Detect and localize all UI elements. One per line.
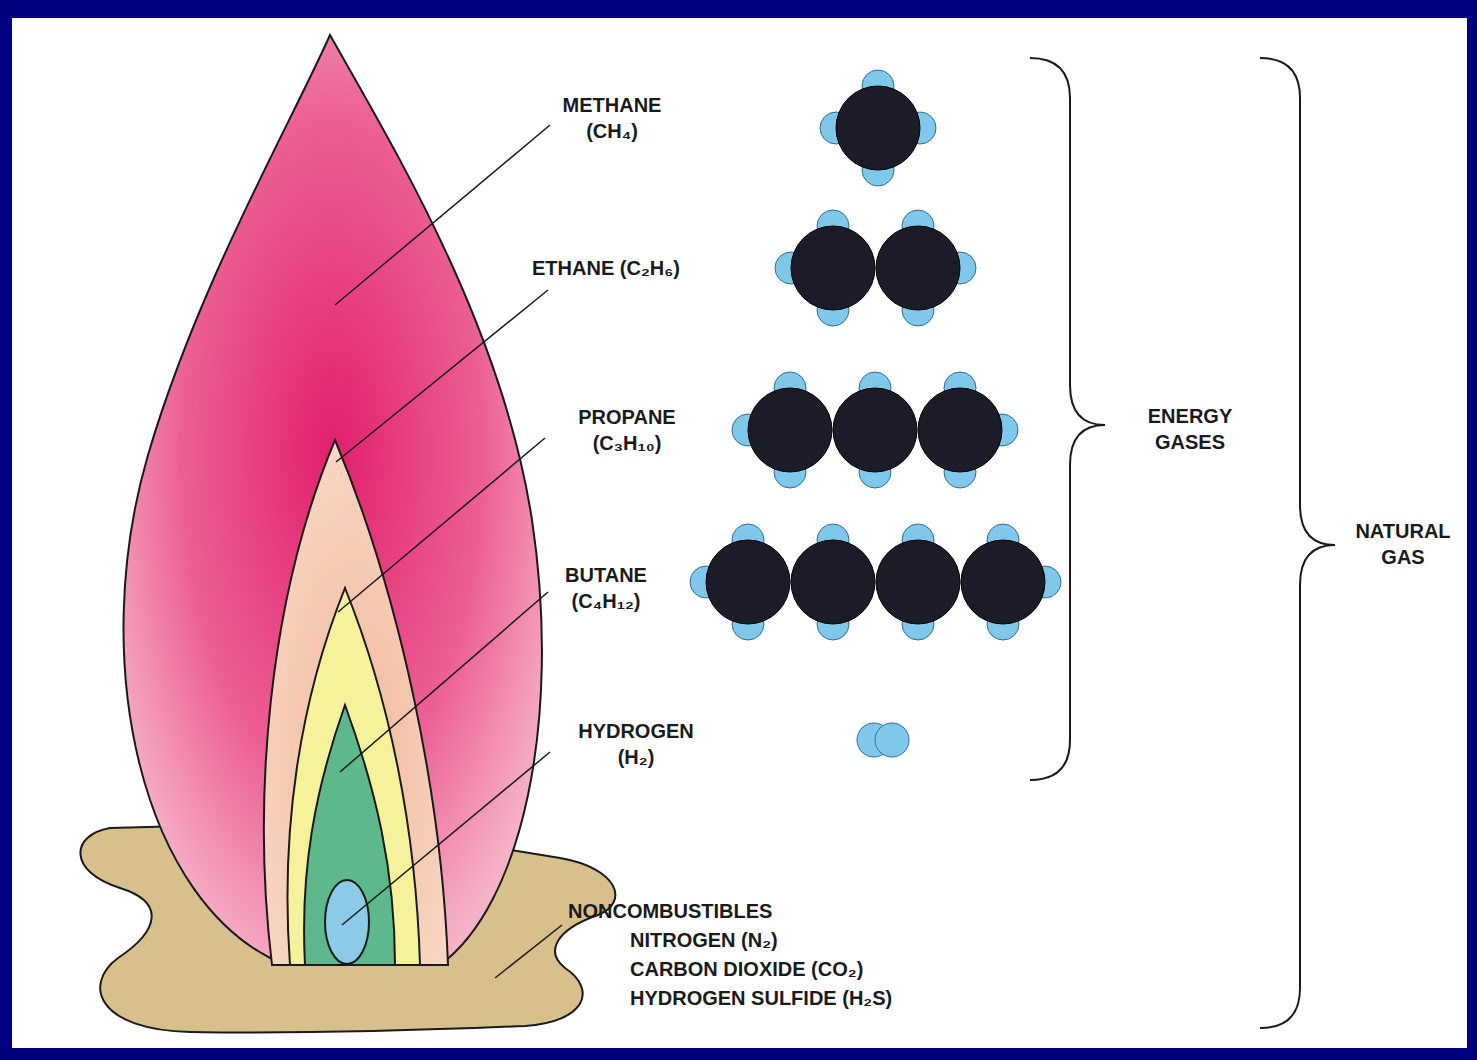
leader-lines [335,125,562,978]
bracket-label: NATURAL GAS [1338,518,1468,570]
flame-base [287,964,440,966]
propane-flame [287,588,420,965]
leader-line [340,592,548,772]
leader-line [336,290,548,462]
methane-flame [124,35,542,965]
carbon-atom [961,540,1045,624]
molecule [732,372,1018,488]
gas-label: BUTANE (C₄H₁₂) [531,562,681,614]
carbon-atom [791,226,875,310]
leader-line [342,752,550,925]
component-label: NITROGEN (N₂) [630,927,778,953]
hydrogen-atom [875,723,909,757]
carbon-atom [748,388,832,472]
carbon-atom [833,388,917,472]
gas-label: PROPANE (C₃H₁₀) [552,404,702,456]
carbon-atom [791,540,875,624]
molecule [690,524,1061,640]
carbon-atom [876,226,960,310]
molecule-models [690,70,1061,757]
carbon-atom [918,388,1002,472]
component-label: CARBON DIOXIDE (CO₂) [630,956,863,982]
natural-gas-bracket [1260,58,1335,1028]
butane-flame [304,705,395,965]
component-label: NONCOMBUSTIBLES [568,898,772,924]
molecule [775,210,976,326]
bracket-label: ENERGY GASES [1115,403,1265,455]
component-label: HYDROGEN SULFIDE (H₂S) [630,985,892,1011]
carbon-atom [836,86,920,170]
molecule [820,70,936,186]
brackets [1030,58,1335,1028]
gas-label: HYDROGEN (H₂) [561,718,711,770]
background-panel [12,18,1467,1048]
gas-label: METHANE (CH₄) [537,92,687,144]
leader-line [495,925,562,978]
carbon-atom [876,540,960,624]
energy-gases-bracket [1030,58,1105,780]
hydrogen-flame [325,880,369,964]
gas-label: ETHANE (C₂H₆) [531,255,681,281]
carbon-atom [706,540,790,624]
leader-line [335,125,550,305]
leader-line [338,438,545,612]
